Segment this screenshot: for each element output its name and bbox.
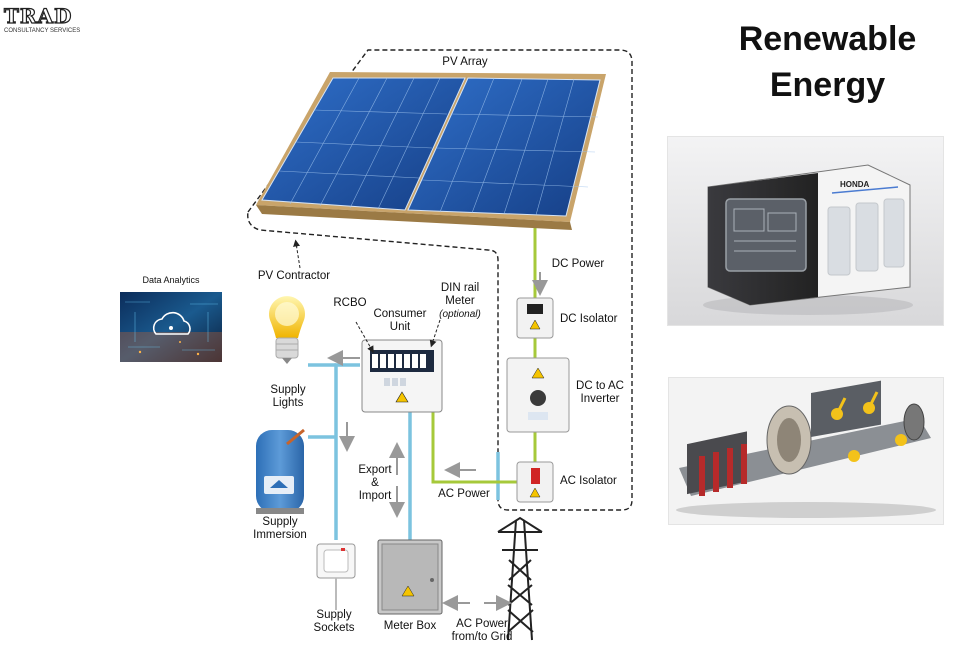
supply-sockets-line-1: Supply	[316, 609, 352, 621]
din-rail-label-line-2: Meter	[445, 295, 475, 307]
pv-boundary-dashed	[247, 49, 633, 511]
din-rail-label-line-1: DIN rail	[440, 282, 480, 294]
export-import-label: Export & Import	[354, 464, 396, 503]
consumer-unit-icon	[361, 339, 443, 413]
immersion-tank-icon	[256, 428, 305, 514]
supply-immersion-line-1: Supply	[262, 516, 298, 528]
export-import-line-3: Import	[358, 490, 392, 502]
title-line-1: Renewable	[738, 20, 917, 58]
data-analytics-label: Data Analytics	[142, 275, 200, 285]
supply-lights-line-2: Lights	[272, 397, 304, 409]
inverter-label: DC to AC Inverter	[574, 380, 626, 406]
honda-generator-photo: HONDA	[667, 136, 944, 326]
ac-grid-label: AC Power from/to Grid	[446, 618, 518, 644]
ac-isolator-label: AC Isolator	[560, 475, 617, 487]
export-import-line-2: &	[371, 477, 379, 489]
ac-grid-line-2: from/to Grid	[451, 631, 513, 643]
company-logo: TRAD CONSULTANCY SERVICES	[3, 4, 81, 40]
logo-sub-text: CONSULTANCY SERVICES	[4, 28, 81, 34]
page-title: Renewable Energy	[700, 16, 955, 108]
dc-isolator-icon	[516, 297, 554, 339]
logo-main-text: TRAD	[3, 4, 73, 28]
pointer-pv-contractor	[293, 239, 301, 269]
ac-power-label: AC Power	[438, 488, 490, 500]
lightbulb-icon	[269, 296, 305, 364]
consumer-unit-label-line-2: Unit	[389, 321, 411, 333]
solar-panel-left	[261, 77, 466, 211]
pv-array-label: PV Array	[442, 56, 488, 68]
meter-box-icon	[377, 539, 443, 615]
inverter-label-line-1: DC to AC	[576, 380, 624, 392]
rcbo-label: RCBO	[333, 297, 367, 309]
din-rail-label-line-3: (optional)	[439, 309, 481, 320]
supply-sockets-label: Supply Sockets	[306, 609, 362, 635]
supply-sockets-line-2: Sockets	[313, 622, 355, 634]
electricity-pylon-icon	[497, 516, 543, 641]
solar-panel-array	[256, 72, 606, 230]
supply-lights-label: Supply Lights	[258, 384, 318, 410]
consumer-unit-label-line-1: Consumer	[373, 308, 427, 320]
honda-brand-text: HONDA	[840, 180, 870, 189]
ac-isolator-icon	[516, 461, 554, 503]
din-rail-meter-label: DIN rail Meter (optional)	[432, 282, 488, 321]
ac-grid-line-1: AC Power	[456, 618, 508, 630]
inverter-label-line-2: Inverter	[580, 393, 620, 405]
title-line-2: Energy	[769, 66, 886, 104]
pointer-din-rail	[429, 319, 441, 348]
data-analytics-image	[120, 292, 222, 362]
consumer-unit-label: Consumer Unit	[372, 308, 428, 334]
turbine-engine-photo	[668, 377, 944, 525]
pv-contractor-label: PV Contractor	[257, 270, 331, 282]
export-import-line-1: Export	[358, 464, 392, 476]
dc-wiring	[431, 228, 537, 484]
pointer-rcbo	[355, 321, 374, 354]
supply-lights-line-1: Supply	[270, 384, 306, 396]
supply-immersion-label: Supply Immersion	[246, 516, 314, 542]
supply-immersion-line-2: Immersion	[253, 529, 307, 541]
meter-box-label: Meter Box	[383, 620, 437, 632]
dc-isolator-label: DC Isolator	[560, 313, 618, 325]
dc-power-label: DC Power	[551, 258, 605, 270]
power-socket-icon	[316, 543, 356, 610]
inverter-icon	[506, 357, 570, 433]
